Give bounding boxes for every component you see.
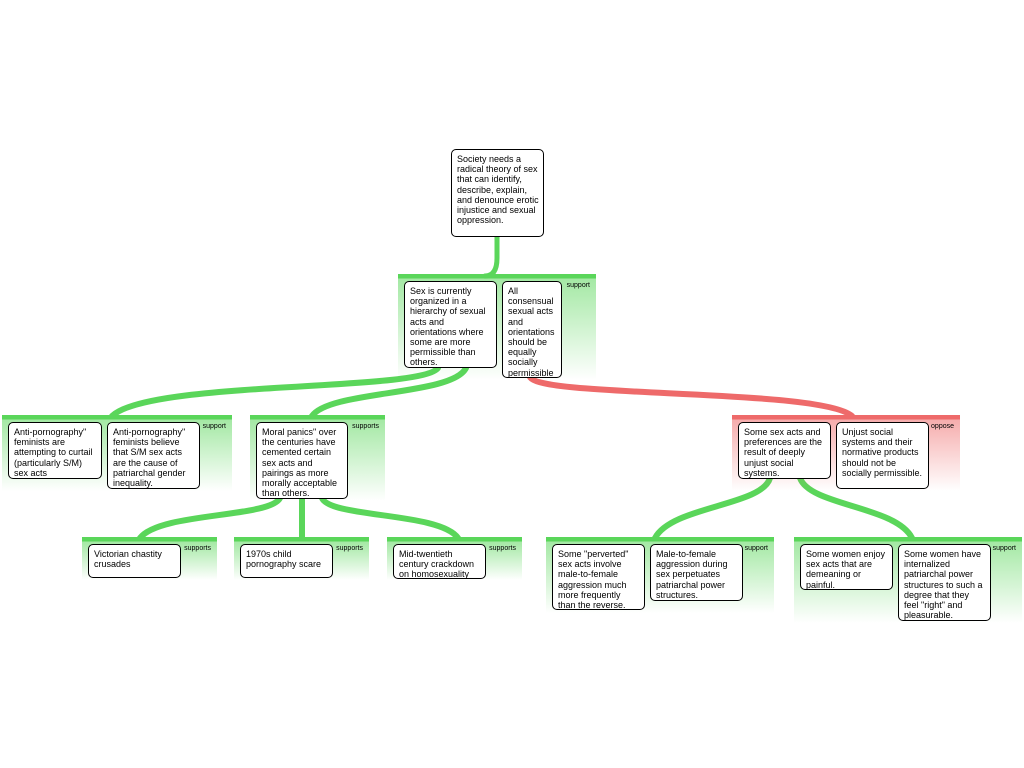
group-label: support: [992, 545, 1016, 552]
group-label: support: [744, 545, 768, 552]
link-moral-midtwentieth: [319, 495, 461, 541]
claim-not-permissible[interactable]: Unjust social systems and their normativ…: [836, 422, 929, 489]
claim-midtwentieth-crackdown[interactable]: Mid-twentieth century crackdown on homos…: [393, 544, 486, 579]
claim-moral-panics[interactable]: Moral panics" over the centuries have ce…: [256, 422, 348, 499]
claim-women-internalized[interactable]: Some women have internalized patriarchal…: [898, 544, 991, 621]
group-label: supports: [336, 545, 363, 552]
claim-perverted-aggression[interactable]: Some "perverted" sex acts involve male-t…: [552, 544, 645, 610]
claim-hierarchy[interactable]: Sex is currently organized in a hierarch…: [404, 281, 497, 368]
claim-victorian-crusades[interactable]: Victorian chastity crusades: [88, 544, 181, 578]
group-label: oppose: [931, 423, 954, 430]
claim-unjust-systems-result[interactable]: Some sex acts and preferences are the re…: [738, 422, 831, 479]
claim-antiporn-curtail[interactable]: Anti-pornography" feminists are attempti…: [8, 422, 102, 479]
claim-equally-permissible[interactable]: All consensual sexual acts and orientati…: [502, 281, 562, 378]
claim-aggression-perpetuates[interactable]: Male-to-female aggression during sex per…: [650, 544, 743, 601]
claim-1970s-scare[interactable]: 1970s child pornography scare: [240, 544, 333, 578]
link-moral-victorian: [137, 495, 283, 541]
claim-antiporn-believe[interactable]: Anti-pornography" feminists believe that…: [107, 422, 200, 489]
root-claim[interactable]: Society needs a radical theory of sex th…: [451, 149, 544, 237]
link-root-main: [482, 233, 500, 279]
group-label: supports: [352, 423, 379, 430]
group-label: supports: [184, 545, 211, 552]
group-label: supports: [489, 545, 516, 552]
link-main-oppose: [527, 374, 855, 419]
group-label: support: [566, 282, 590, 289]
group-label: support: [202, 423, 226, 430]
claim-women-enjoy[interactable]: Some women enjoy sex acts that are demea…: [800, 544, 893, 590]
